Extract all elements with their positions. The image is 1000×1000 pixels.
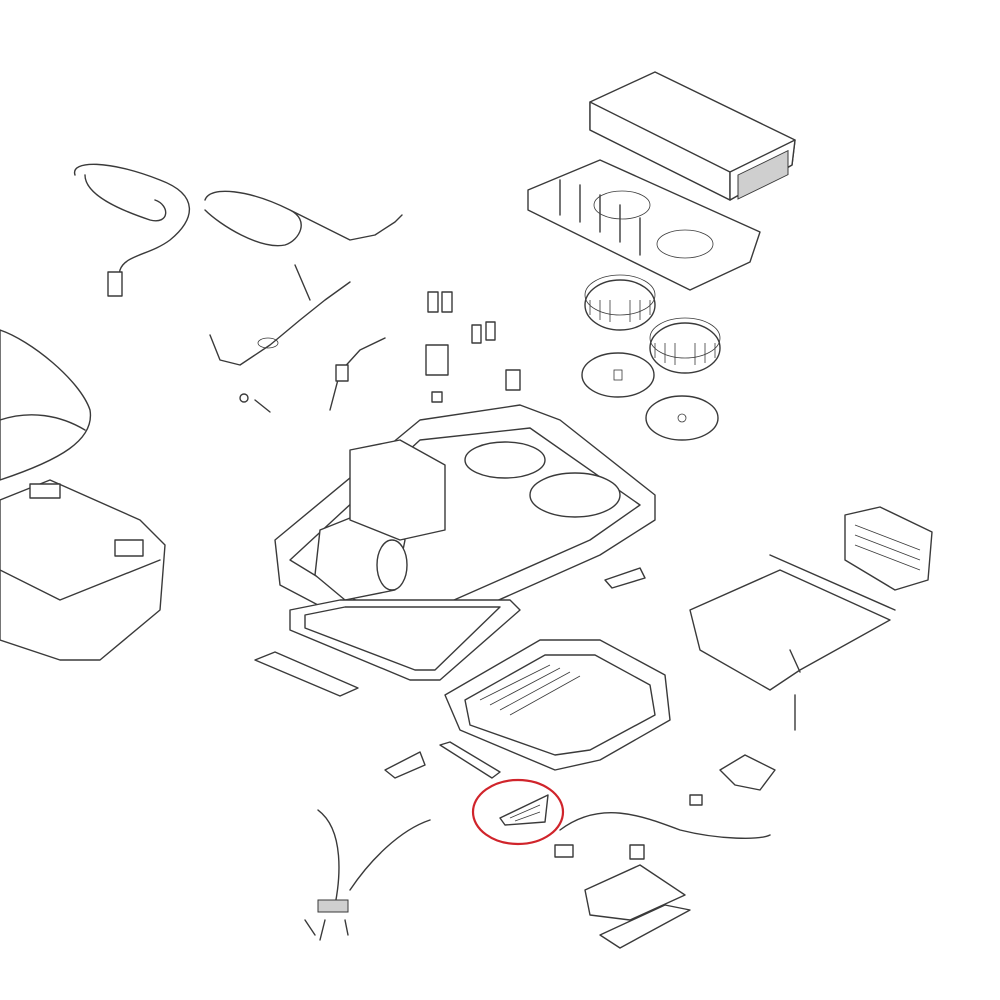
capacitor-parts[interactable] xyxy=(425,291,521,403)
blower-wheel-part[interactable] xyxy=(584,274,656,331)
ceiling-grille-part[interactable] xyxy=(444,639,671,771)
highlighted-bracket-part[interactable] xyxy=(499,794,549,826)
screw-part[interactable] xyxy=(239,393,271,413)
refrigerant-tube-part[interactable] xyxy=(74,163,191,297)
mounting-frame-part[interactable] xyxy=(689,554,896,691)
blower-wheel-part-2[interactable] xyxy=(649,317,721,374)
thermistor-wire-part[interactable] xyxy=(209,264,351,366)
foam-strip-part[interactable] xyxy=(254,651,359,697)
vent-louver-part[interactable] xyxy=(584,864,691,949)
fan-plate-part[interactable] xyxy=(581,352,655,398)
control-box-part[interactable] xyxy=(589,71,796,201)
wire-harness-part[interactable] xyxy=(554,694,796,860)
gasket-part[interactable] xyxy=(289,599,521,681)
sensor-part[interactable] xyxy=(329,337,386,411)
mounting-tray-part[interactable] xyxy=(527,159,761,291)
power-cord-part[interactable] xyxy=(304,809,431,941)
base-cover-part[interactable] xyxy=(0,479,166,661)
bracket-part[interactable] xyxy=(384,741,501,779)
highlight-circle xyxy=(471,778,565,846)
capillary-coil-part[interactable] xyxy=(204,190,403,247)
filter-part[interactable] xyxy=(844,506,933,591)
small-bracket-part[interactable] xyxy=(604,567,646,589)
fan-plate-part-2[interactable] xyxy=(645,395,719,441)
shroud-cover-part[interactable] xyxy=(0,329,92,481)
